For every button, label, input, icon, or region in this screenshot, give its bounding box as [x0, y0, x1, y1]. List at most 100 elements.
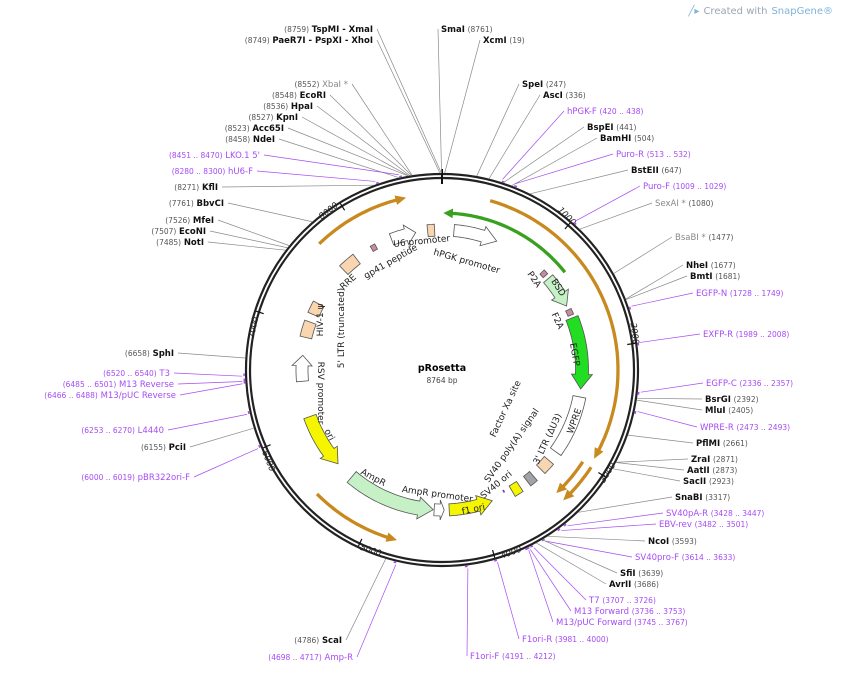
- feature-orf-arc[interactable]: [318, 195, 407, 246]
- site-bbvci[interactable]: (7761) BbvCI: [169, 199, 313, 223]
- feature-5-ltr-truncated-[interactable]: [299, 319, 317, 340]
- site-pcii[interactable]: (6155) PciI: [141, 427, 254, 453]
- site-lko-1[interactable]: (8451 .. 8470) LKO.1 5': [169, 151, 403, 178]
- tick-mark: [627, 342, 636, 346]
- site-acc65i[interactable]: (8523) Acc65I: [225, 124, 409, 177]
- site-ebv-rev[interactable]: EBV-rev (3482 .. 3501): [557, 520, 749, 532]
- site-sexai[interactable]: SexAI * (1080): [579, 199, 714, 230]
- site-coord: (3639): [638, 569, 663, 578]
- site-spei[interactable]: SpeI (247): [476, 80, 566, 177]
- site-name: LKO.1 5': [225, 151, 260, 161]
- feature-orf-arc[interactable]: [489, 199, 620, 459]
- site-hpai[interactable]: (8536) HpaI: [263, 102, 411, 176]
- site-xbai[interactable]: (8552) XbaI *: [294, 80, 413, 176]
- feature-rsv-promoter[interactable]: [291, 354, 313, 383]
- site-coord: (504): [634, 134, 654, 143]
- site-ncoi[interactable]: NcoI (3593): [547, 535, 697, 547]
- site-coord: (7761): [169, 199, 194, 208]
- feature-u6-promoter[interactable]: [388, 224, 417, 246]
- feature-factor-xa-site[interactable]: [502, 489, 506, 493]
- site-exfp-r[interactable]: EXFP-R (1989 .. 2008): [637, 330, 789, 346]
- site-snabi[interactable]: SnaBI (3317): [578, 493, 730, 513]
- site-mlui[interactable]: MluI (2405): [636, 399, 754, 416]
- feature-f1-ori[interactable]: [448, 494, 493, 517]
- feature-sv40-ori[interactable]: [508, 480, 524, 497]
- site-kpni[interactable]: (8527) KpnI: [248, 113, 409, 177]
- feature-bsd[interactable]: [543, 274, 569, 307]
- site-avrii[interactable]: AvrII (3686): [536, 542, 659, 590]
- site-ecori[interactable]: (8548) EcoRI: [272, 91, 412, 176]
- site-hpgk-f[interactable]: hPGK-F (420 .. 438): [501, 107, 644, 183]
- site-bsteii[interactable]: BstEII (647): [530, 166, 682, 195]
- site-hu6-f[interactable]: (8280 .. 8300) hU6-F: [172, 167, 379, 185]
- site-bsabi[interactable]: BsaBI * (1477): [613, 233, 734, 274]
- site-pbr322ori-f[interactable]: (6000 .. 6019) pBR322ori-F: [81, 444, 261, 483]
- feature-orf-arc[interactable]: [563, 466, 593, 501]
- tick-mark: [357, 538, 363, 547]
- site-econi[interactable]: (7507) EcoNI: [151, 227, 288, 249]
- feature-3-ltr-u3-[interactable]: [535, 455, 555, 475]
- site-mfei[interactable]: (7526) MfeI: [165, 216, 290, 246]
- site-puro-f[interactable]: Puro-F (1009 .. 1029): [573, 182, 726, 225]
- site-tspmi[interactable]: (8759) TspMI - XmaI: [284, 25, 442, 174]
- feature-sv40-poly-a-signal[interactable]: [522, 470, 538, 487]
- feature-orf-arc[interactable]: [315, 492, 398, 542]
- feature-wpre[interactable]: [549, 395, 587, 457]
- svg-text:(8271) KflI: (8271) KflI: [174, 183, 218, 193]
- site-bamhi[interactable]: BamHI (504): [511, 134, 655, 187]
- site-f1ori-f[interactable]: F1ori-F (4191 .. 4212): [464, 565, 556, 662]
- feature-hpgk-promoter[interactable]: [453, 224, 498, 247]
- site-m13-puc[interactable]: (6466 .. 6488) M13/pUC Reverse: [44, 380, 246, 401]
- site-bmti[interactable]: BmtI (1681): [625, 272, 740, 300]
- site-noti[interactable]: (7485) NotI: [156, 238, 286, 251]
- site-egfp-c[interactable]: EGFP-C (2336 .. 2357): [637, 379, 793, 395]
- site-ndei[interactable]: (8458) NdeI: [225, 135, 400, 179]
- site-coord: (6155): [141, 443, 166, 452]
- site-coord: (7485): [156, 238, 181, 247]
- site-amp-r[interactable]: (4698 .. 4717) Amp-R: [268, 561, 397, 663]
- feature-orf-arc[interactable]: [426, 223, 436, 238]
- site-t7[interactable]: T7 (3707 .. 3726): [530, 545, 656, 606]
- site-xcmi[interactable]: XcmI (19): [444, 36, 525, 174]
- site-paer7i[interactable]: (8749) PaeR7I - PspXI - XhoI: [245, 36, 441, 174]
- feature-ori[interactable]: [303, 413, 339, 465]
- site-sphi[interactable]: (6658) SphI: [125, 349, 246, 359]
- site-asci[interactable]: AscI (336): [488, 91, 586, 179]
- feature-p2a[interactable]: [539, 269, 549, 279]
- site-coord: (4698 .. 4717): [268, 653, 322, 662]
- site-l4440[interactable]: (6253 .. 6270) L4440: [81, 411, 250, 436]
- site-aatii[interactable]: AatII (2873): [615, 462, 738, 476]
- site-wpre-r[interactable]: WPRE-R (2473 .. 2493): [634, 410, 790, 433]
- site-kfli[interactable]: (8271) KflI: [174, 183, 374, 193]
- feature-egfp[interactable]: [565, 315, 594, 390]
- site-m13-puc[interactable]: M13/pUC Forward (3745 .. 3767): [525, 547, 688, 628]
- feature-f2a[interactable]: [565, 307, 575, 317]
- feature-orf-arc[interactable]: [556, 460, 585, 494]
- feature-ampr[interactable]: [346, 471, 434, 520]
- site-zrai[interactable]: ZraI (2871): [616, 455, 738, 465]
- site-coord: (3482 .. 3501): [695, 520, 749, 529]
- site-bspei[interactable]: BspEI (441): [503, 123, 637, 184]
- site-bsrgi[interactable]: BsrGI (2392): [636, 395, 759, 405]
- site-puro-r[interactable]: Puro-R (513 .. 532): [514, 150, 691, 188]
- site-smai[interactable]: SmaI (8761): [437, 25, 493, 174]
- site-t3[interactable]: (6520 .. 6540) T3: [103, 369, 245, 379]
- site-sfii[interactable]: SfiI (3639): [541, 539, 663, 579]
- feature-orf-arc[interactable]: [443, 208, 567, 274]
- site-sv40pro-f[interactable]: SV40pro-F (3614 .. 3633): [541, 538, 735, 563]
- site-f1ori-r[interactable]: F1ori-R (3981 .. 4000): [494, 559, 609, 645]
- site-pflmi[interactable]: PflMI (2661): [627, 434, 748, 449]
- site-egfp-n[interactable]: EGFP-N (1728 .. 1749): [628, 289, 784, 310]
- feature-rre[interactable]: [339, 253, 361, 276]
- site-name: EcoNI: [179, 227, 206, 237]
- site-nhei[interactable]: NheI (1677): [625, 261, 736, 300]
- site-scai[interactable]: (4786) ScaI: [294, 558, 387, 646]
- feature-gp41-peptide[interactable]: [369, 243, 379, 253]
- site-sv40pa-r[interactable]: SV40pA-R (3428 .. 3447): [563, 509, 764, 527]
- svg-text:BsrGI (2392): BsrGI (2392): [705, 395, 759, 405]
- site-sacii[interactable]: SacII (2923): [612, 468, 734, 487]
- feature-ampr-promoter[interactable]: [433, 499, 445, 521]
- svg-text:SV40pro-F (3614 .. 3633): SV40pro-F (3614 .. 3633): [635, 553, 735, 563]
- feature-hiv-1-[interactable]: [307, 300, 325, 318]
- site-name: BbvCI: [196, 199, 224, 209]
